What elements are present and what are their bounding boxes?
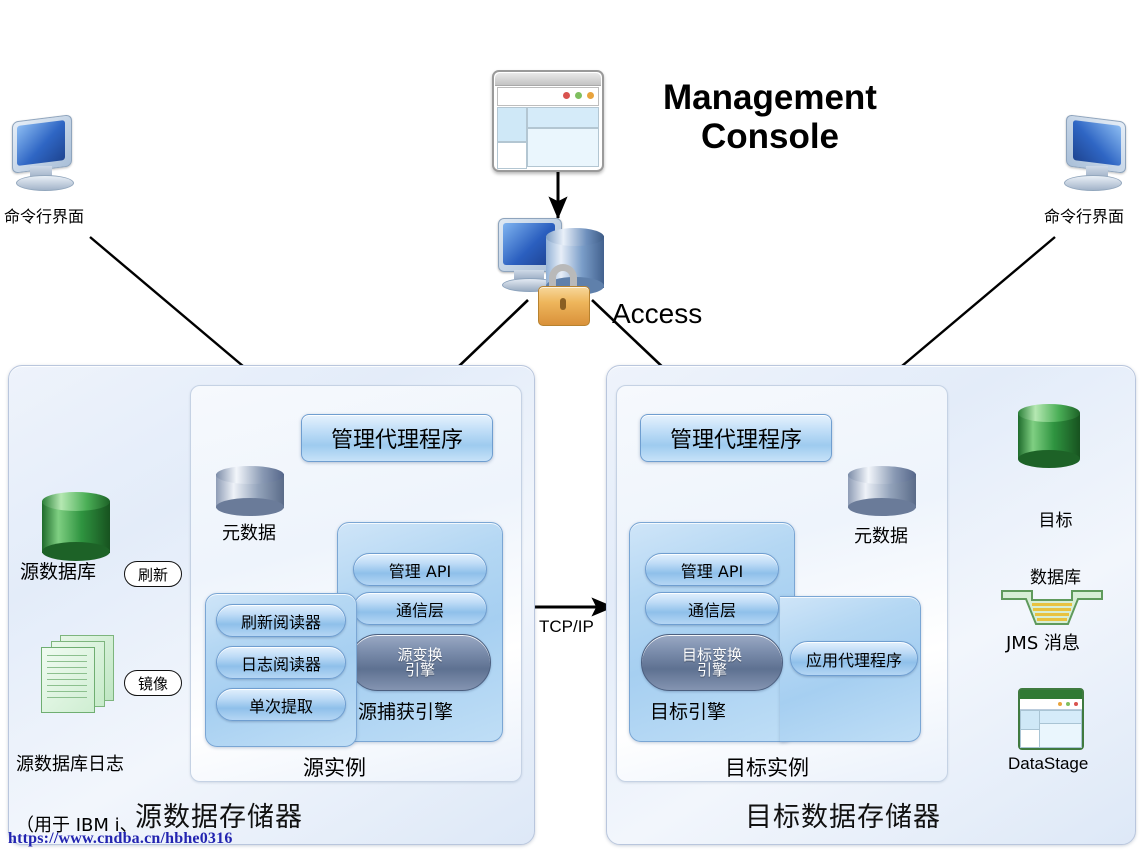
target-database-cylinder-icon (1018, 404, 1080, 470)
source-database-cylinder-icon (42, 492, 110, 564)
source-transform-engine-pill[interactable]: 源变换 引擎 (349, 634, 491, 691)
cli-right-label: 命令行界面 (1044, 207, 1125, 226)
datastage-label: DataStage (1008, 754, 1089, 773)
tcpip-label: TCP/IP (539, 617, 594, 636)
jms-tray-icon (1000, 588, 1104, 630)
source-data-store-title: 源数据存储器 (135, 802, 303, 833)
target-transform-line2: 引擎 (696, 660, 727, 679)
source-transform-line1: 源变换 (397, 645, 443, 664)
source-pill-communication-layer[interactable]: 通信层 (353, 592, 487, 625)
target-metadata-label: 元数据 (854, 526, 908, 547)
datastage-window-icon (1018, 688, 1084, 750)
source-pill-management-api[interactable]: 管理 API (353, 553, 487, 586)
headline-line1: Management (663, 78, 877, 117)
target-transform-engine-pill[interactable]: 目标变换 引擎 (641, 634, 783, 691)
headline-line2: Console (700, 117, 840, 157)
refresh-flag: 刷新 (124, 561, 182, 587)
source-logs-label-line1: 源数据库日志 (16, 754, 124, 776)
source-transform-line2: 引擎 (404, 660, 435, 679)
target-database-label: 目标 数据库 (1030, 474, 1081, 626)
source-metadata-cylinder-icon (216, 466, 284, 524)
access-server-icon (498, 218, 608, 328)
target-transform-line1: 目标变换 (681, 645, 742, 664)
source-management-agent-box[interactable]: 管理代理程序 (301, 414, 493, 462)
jms-messages-label: JMS 消息 (1006, 633, 1080, 654)
source-database-label: 源数据库 (20, 561, 97, 583)
target-apply-agent-pill[interactable]: 应用代理程序 (790, 641, 918, 676)
watermark: https://www.cndba.cn/hbhe0316 (8, 830, 233, 847)
source-logs-label: 源数据库日志 （用于 IBM i、 日志接收方） (16, 715, 138, 855)
target-instance-title: 目标实例 (725, 756, 809, 780)
source-metadata-label: 元数据 (222, 523, 276, 544)
target-engine-title: 目标引擎 (650, 701, 727, 723)
source-pill-log-reader[interactable]: 日志阅读器 (216, 646, 346, 679)
cli-monitor-left-icon (12, 114, 94, 196)
access-server-line1: Access (612, 297, 703, 329)
page-title: Management Console (620, 78, 920, 156)
mirror-flag: 镜像 (124, 670, 182, 696)
source-pill-refresh-reader[interactable]: 刷新阅读器 (216, 604, 346, 637)
source-pill-single-extract[interactable]: 单次提取 (216, 688, 346, 721)
cli-left-label: 命令行界面 (4, 207, 85, 226)
source-instance-title: 源实例 (303, 756, 366, 780)
target-database-label-line1: 目标 (1038, 511, 1073, 532)
target-database-label-line2: 数据库 (1030, 568, 1081, 589)
target-management-agent-box[interactable]: 管理代理程序 (640, 414, 832, 462)
source-capture-engine-title: 源捕获引擎 (358, 701, 454, 723)
target-metadata-cylinder-icon (848, 466, 916, 524)
source-logs-label-line2: （用于 IBM i、 (16, 814, 138, 836)
target-pill-management-api[interactable]: 管理 API (645, 553, 779, 586)
target-data-store-title: 目标数据存储器 (745, 802, 941, 833)
target-pill-communication-layer[interactable]: 通信层 (645, 592, 779, 625)
cli-monitor-right-icon (1044, 114, 1126, 196)
management-console-window-icon (492, 70, 604, 172)
source-database-logs-icon (38, 635, 116, 713)
